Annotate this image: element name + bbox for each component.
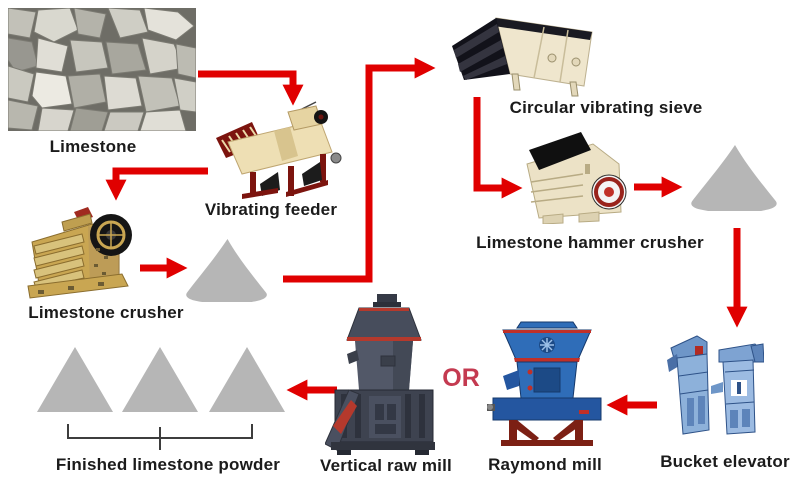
bucket-elevator-label: Bucket elevator — [660, 452, 790, 471]
circular-vibrating-sieve-image — [452, 12, 595, 98]
bucket-elevator-image — [667, 332, 764, 438]
limestone-hammer-crusher-label: Limestone hammer crusher — [476, 233, 704, 252]
limestone-hammer-crusher-image — [523, 130, 631, 224]
raymond-mill-image — [487, 320, 607, 452]
crushed-limestone-pile-1 — [185, 239, 270, 302]
vertical-raw-mill-image — [325, 294, 442, 458]
finished-powder-triangle-1 — [37, 347, 113, 412]
raymond-mill-label: Raymond mill — [488, 455, 602, 474]
finished-powder-bracket — [67, 424, 253, 450]
limestone-photo — [8, 8, 196, 131]
vertical-raw-mill-label: Vertical raw mill — [320, 456, 452, 475]
screened-limestone-pile-2 — [690, 145, 780, 211]
limestone-label: Limestone — [49, 137, 137, 156]
arrow-limestone-to-feeder — [198, 70, 304, 106]
vibrating-feeder-image — [216, 100, 349, 200]
limestone-crusher-label: Limestone crusher — [28, 303, 184, 322]
or-label: OR — [442, 364, 480, 392]
finished-powder-triangle-2 — [122, 347, 198, 412]
finished-limestone-powder-label: Finished limestone powder — [55, 455, 281, 474]
limestone-crusher-image — [26, 204, 138, 300]
arrow-feeder-to-crusher — [105, 167, 208, 201]
finished-powder-triangle-3 — [209, 347, 285, 412]
arrow-sieve-to-hammer-crusher — [473, 97, 523, 199]
circular-vibrating-sieve-label: Circular vibrating sieve — [509, 98, 703, 117]
vibrating-feeder-label: Vibrating feeder — [204, 200, 338, 219]
